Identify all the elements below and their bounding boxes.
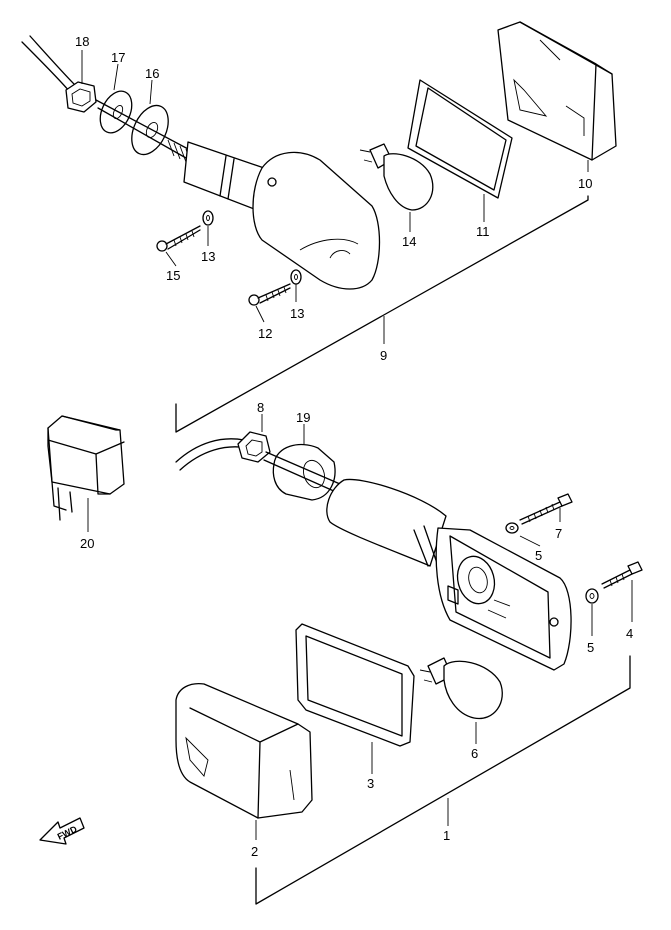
screw-15 (156, 225, 201, 252)
label-7: 7 (555, 526, 562, 541)
lower-housing (326, 478, 572, 671)
bracket-9 (175, 195, 589, 433)
label-2: 2 (251, 844, 258, 859)
label-6: 6 (471, 746, 478, 761)
label-5b: 5 (587, 640, 594, 655)
lens-2 (175, 682, 313, 819)
label-1: 1 (443, 828, 450, 843)
label-13b: 13 (290, 306, 304, 321)
label-11: 11 (476, 224, 490, 239)
label-10: 10 (578, 176, 592, 191)
bracket-1 (255, 655, 631, 905)
washer-13b (290, 269, 302, 285)
label-18: 18 (75, 34, 89, 49)
label-17: 17 (111, 50, 125, 65)
lower-wire (175, 438, 249, 471)
label-4: 4 (626, 626, 633, 641)
relay-20 (47, 415, 125, 532)
screw-12 (248, 283, 291, 306)
label-9: 9 (380, 348, 387, 363)
label-14: 14 (402, 234, 416, 249)
label-15: 15 (166, 268, 180, 283)
washer-5a (505, 522, 519, 534)
nut-18 (65, 81, 97, 113)
nut-8 (237, 431, 271, 463)
label-13a: 13 (201, 249, 215, 264)
bulb-14 (359, 143, 434, 211)
label-12: 12 (258, 326, 272, 341)
washer-13a (202, 210, 214, 226)
upper-housing (183, 141, 381, 290)
washer-5b (585, 588, 599, 604)
washer-16 (131, 104, 169, 156)
label-20: 20 (80, 536, 94, 551)
screw-4 (601, 561, 643, 589)
washer-17 (99, 90, 133, 134)
label-3: 3 (367, 776, 374, 791)
gasket-11 (407, 79, 513, 199)
label-5a: 5 (535, 548, 542, 563)
lens-10 (497, 21, 617, 161)
gasket-3 (295, 623, 415, 747)
label-16: 16 (145, 66, 159, 81)
spacer-19 (272, 443, 336, 501)
label-8: 8 (257, 400, 264, 415)
bulb-6 (419, 657, 503, 720)
fwd-arrow-icon: FWD (39, 817, 85, 845)
screw-7 (519, 493, 573, 525)
label-19: 19 (296, 410, 310, 425)
upper-wire (21, 41, 71, 93)
